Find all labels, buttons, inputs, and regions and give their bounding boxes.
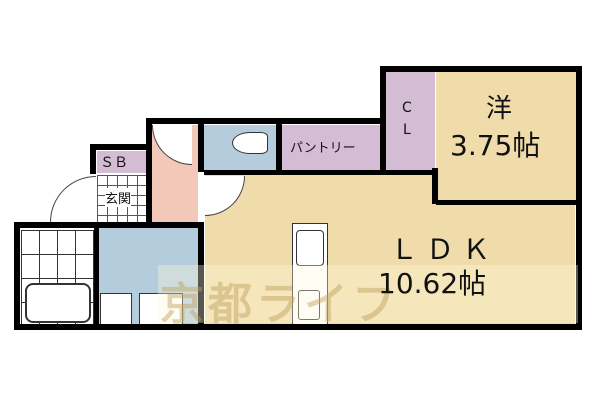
ldk-room-size: 10.62帖: [378, 267, 487, 300]
entrance-door-arc: [50, 176, 96, 222]
shoebox: [97, 151, 147, 173]
bathtub: [25, 283, 91, 323]
wall: [576, 66, 582, 330]
wall: [436, 200, 578, 205]
washing-machine-icon: [100, 293, 132, 325]
sink-icon: [296, 230, 324, 266]
closet-label-c: C: [402, 100, 412, 116]
pantry-label: パントリー: [290, 141, 356, 156]
western-room-size: 3.75帖: [450, 129, 541, 162]
wall: [204, 170, 436, 175]
wall: [146, 118, 152, 226]
western-room-name: 洋: [486, 94, 513, 124]
wall: [146, 118, 386, 124]
wall: [198, 225, 204, 325]
wall: [432, 168, 438, 204]
wall: [14, 222, 204, 228]
wall: [14, 324, 582, 330]
closet: [385, 72, 435, 172]
wall: [90, 144, 150, 150]
wall: [90, 144, 96, 174]
wall: [380, 66, 582, 72]
wall: [198, 118, 204, 172]
ldk-room-name: ＬＤＫ: [390, 233, 499, 266]
pantry: [282, 125, 382, 170]
closet-label-l: L: [403, 122, 411, 138]
wall: [94, 228, 99, 325]
stove-icon: [298, 290, 320, 320]
wall: [14, 222, 20, 330]
vanity-icon: [139, 293, 183, 325]
watermark-box: [158, 265, 578, 323]
watermark: 京都ライフ: [160, 279, 400, 330]
entrance-label: 玄関: [105, 188, 132, 207]
shoebox-label: ＳＢ: [100, 155, 128, 171]
toilet-icon: [232, 132, 268, 154]
wall: [276, 118, 282, 172]
